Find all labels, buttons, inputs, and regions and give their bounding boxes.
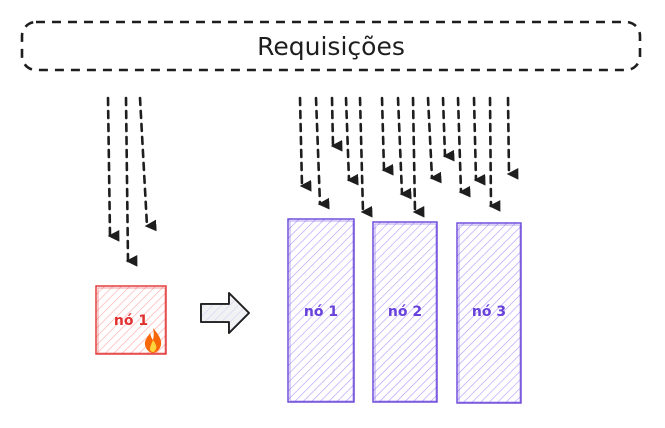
request-arrow-cluster-4 <box>344 96 359 186</box>
cluster-node-2-box <box>372 221 438 403</box>
request-arrow-cluster-1 <box>298 96 312 192</box>
cluster-node-3-label: nó 3 <box>472 304 506 320</box>
cluster-node-3: nó 3 <box>456 222 522 404</box>
cluster-node-1-label: nó 1 <box>304 304 338 320</box>
request-arrow-cluster-3 <box>330 96 343 152</box>
arrow-right-icon <box>200 292 250 334</box>
request-arrow-single-1 <box>106 96 120 242</box>
requests-banner: Requisições <box>20 20 642 72</box>
single-node-label: nó 1 <box>114 313 148 329</box>
request-arrow-cluster-9 <box>426 96 442 184</box>
request-arrow-cluster-10 <box>441 96 455 162</box>
cluster-node-3-box <box>456 222 522 404</box>
request-arrow-cluster-6 <box>380 96 394 176</box>
cluster-node-2: nó 2 <box>372 221 438 403</box>
request-arrow-cluster-13 <box>488 96 501 212</box>
request-arrow-cluster-12 <box>472 96 486 186</box>
request-arrow-cluster-2 <box>314 96 330 210</box>
requests-banner-border <box>20 20 642 72</box>
cluster-node-1: nó 1 <box>287 218 355 403</box>
request-arrow-cluster-11 <box>456 96 471 198</box>
cluster-node-2-label: nó 2 <box>388 304 422 320</box>
request-arrow-single-3 <box>138 96 157 232</box>
request-arrow-cluster-8 <box>411 96 425 218</box>
request-arrow-single-2 <box>124 96 138 267</box>
single-node-request-arrows <box>106 96 157 267</box>
single-node: nó 1 <box>95 285 167 355</box>
request-arrow-cluster-14 <box>506 96 519 180</box>
fire-icon <box>144 328 162 353</box>
requests-banner-label: Requisições <box>257 32 405 61</box>
cluster-request-arrows <box>298 96 519 218</box>
request-arrow-cluster-5 <box>358 96 373 218</box>
request-arrow-cluster-7 <box>396 96 412 200</box>
cluster-node-1-box <box>287 218 355 403</box>
